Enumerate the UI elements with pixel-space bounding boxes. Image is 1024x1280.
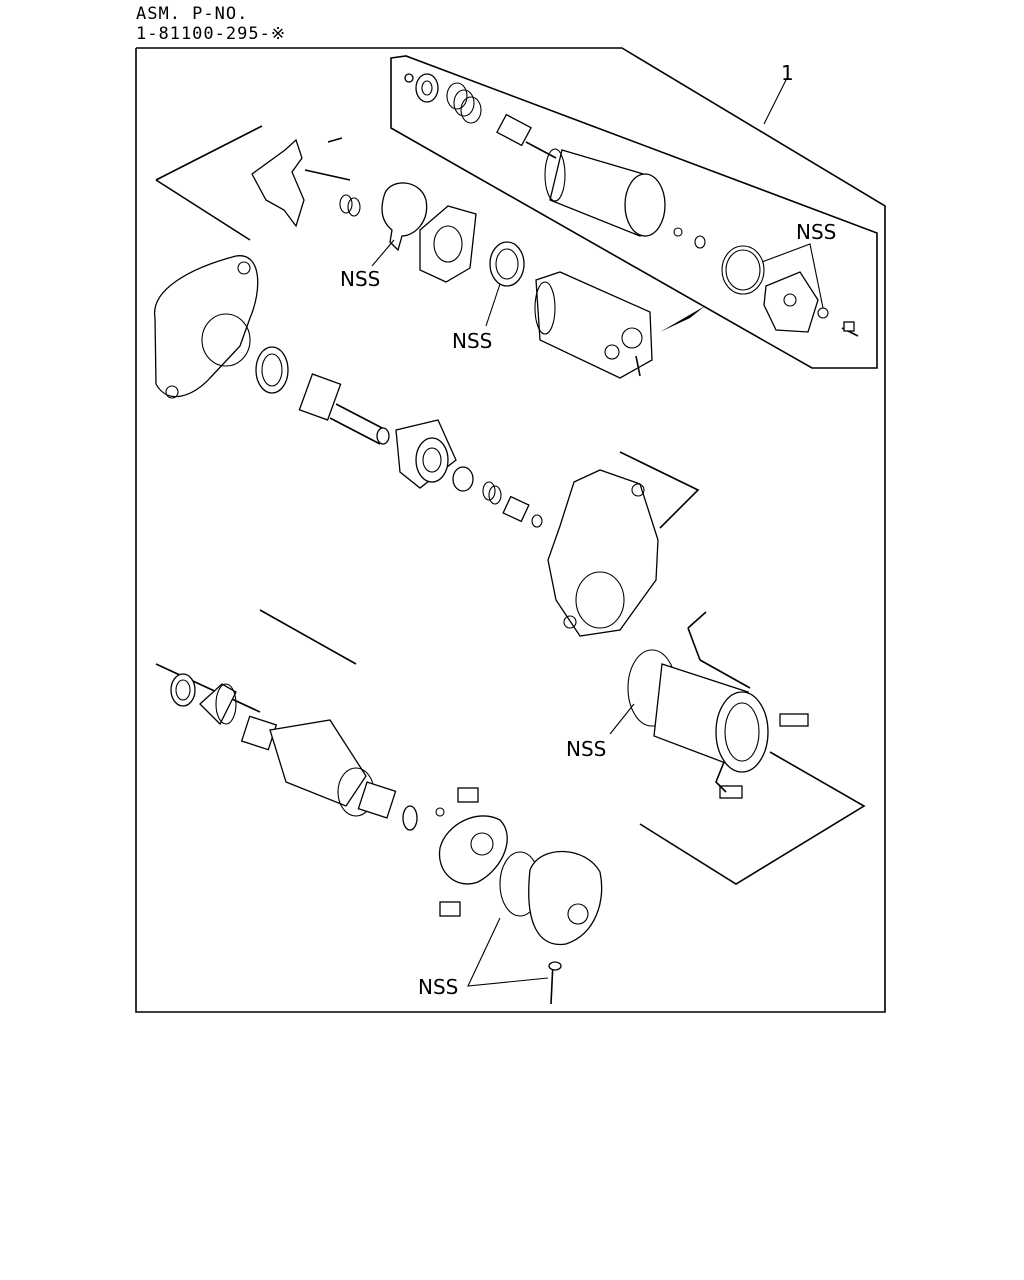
magnetic-switch (534, 271, 705, 379)
nss-label-gasket: NSS (340, 267, 380, 291)
lever-group-line-top (155, 125, 263, 181)
pointer-arrow-marker (660, 306, 705, 332)
item-1-leader (763, 75, 789, 125)
nss-label-yoke: NSS (566, 737, 606, 761)
nss-leader-plate (485, 283, 501, 327)
item-1-label: 1 (781, 61, 794, 85)
yoke-field-assembly (627, 611, 866, 885)
armature-assembly (170, 673, 508, 917)
nss-label-solenoid-cover: NSS (796, 220, 836, 244)
nss-label-rear-cover: NSS (418, 975, 458, 999)
pinion-shaft-and-clutch (298, 373, 543, 528)
nss-leader-solenoid-cover (761, 243, 824, 309)
rear-end-cover (499, 850, 603, 1005)
lever-group-line-bottom (155, 179, 251, 241)
nss-label-plate: NSS (452, 329, 492, 353)
assembly-part-number-value: 1-81100-295-※ (136, 24, 287, 44)
assembly-part-number-header: ASM. P-NO. 1-81100-295-※ (136, 4, 286, 44)
front-bracket-housing (154, 255, 289, 399)
outer-frame (135, 47, 886, 1013)
armature-group-line-top (259, 609, 357, 665)
assembly-part-number-label: ASM. P-NO. (136, 4, 249, 24)
shift-lever-parts (251, 137, 525, 287)
solenoid-parts (404, 73, 859, 337)
nss-leader-gasket (371, 239, 395, 267)
gear-case (547, 451, 700, 637)
solenoid-group-box (390, 55, 878, 369)
armature-group-line-bottom (155, 663, 261, 713)
nss-leader-rear-cover (467, 917, 549, 987)
nss-leader-yoke (609, 703, 635, 735)
